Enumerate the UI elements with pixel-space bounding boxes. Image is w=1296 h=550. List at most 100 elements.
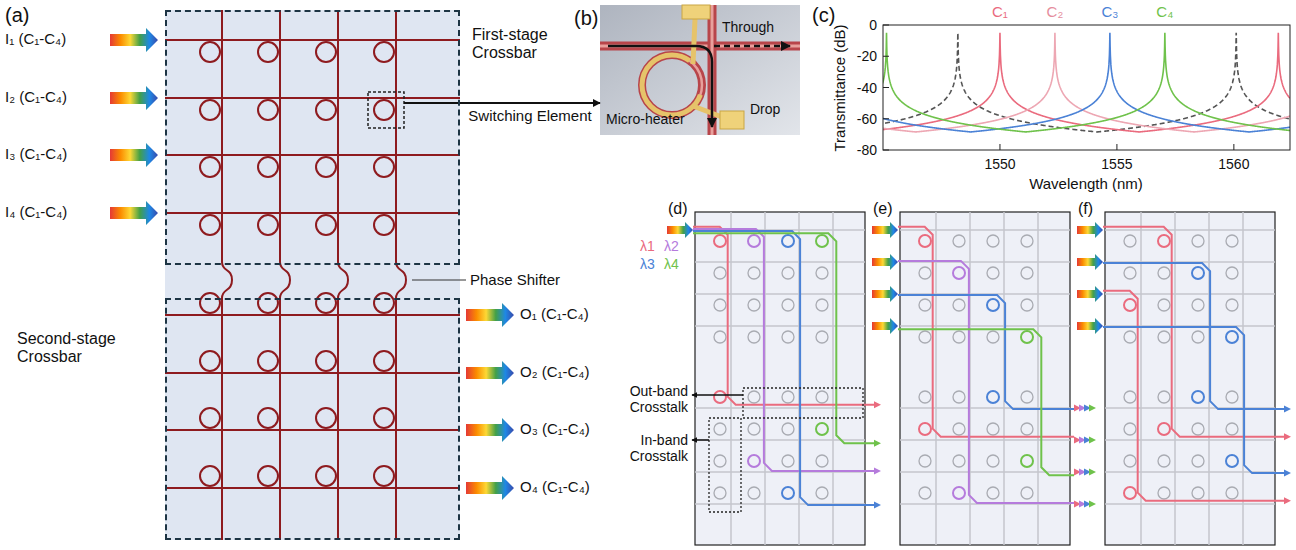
grid-waveguide [695,407,865,409]
signal-path [693,233,874,443]
ring-resonator [1158,331,1170,343]
node-text: (b) [574,7,598,30]
ring-resonator [1124,235,1136,247]
axis-tick-label: 1550 [984,156,1015,172]
ring-resonator [374,157,394,177]
ring-resonator [200,351,220,371]
axis-tick-label: -40 [857,79,877,95]
switch-arrow [460,102,600,104]
spectrum-curve [883,33,1290,132]
arrow-head [1089,437,1096,444]
waveguide [165,429,460,431]
ring-resonator [374,408,394,428]
ring-resonator [374,42,394,62]
signal-arrow [872,286,898,302]
channel-label: C₃ [1101,3,1118,20]
ring-resonator [748,331,760,343]
arrow-head [1284,497,1291,504]
figure-g [667,212,881,545]
waveguide [221,298,223,540]
grid-waveguide [1105,439,1275,441]
ring-resonator [782,487,794,499]
axis-tick [883,118,889,119]
phase-shifter [222,262,232,298]
ring-resonator [316,42,336,62]
waveguide [165,39,460,41]
ring-resonator [816,267,828,279]
panel-letter: (d) [668,200,688,218]
axis-tick [883,87,889,88]
figure-g [600,5,800,135]
spectrum-curve [883,33,1290,132]
waveguide [337,298,339,540]
ring-resonator [1158,423,1170,435]
signal-arrow [466,418,514,442]
heater-lead [693,19,695,64]
ring-resonator [782,391,794,403]
arrow-head [874,440,881,447]
signal-path [693,229,874,471]
panel-letter: (f) [1078,200,1093,218]
ring-resonator [816,235,828,247]
ring-resonator [987,423,999,435]
ring-resonator [714,455,726,467]
ring-resonator [258,215,278,235]
ring-resonator [953,455,965,467]
signal-arrow [667,222,693,238]
ring-resonator [748,423,760,435]
component-label: Phase Shifter [470,271,560,288]
signal-arrow [872,254,898,270]
signal-path [1103,291,1284,501]
ring-resonator [1192,331,1204,343]
grid-waveguide [1105,503,1275,505]
ring-resonator [258,100,278,120]
ring-resonator [919,331,931,343]
waveguide [395,10,397,262]
ring-resonator [1158,235,1170,247]
ring-resonator [1124,455,1136,467]
crossbar-region: Second-stage Crossbar [165,298,460,540]
signal-arrow [110,143,158,167]
crosstalk-box [743,388,863,418]
grid-waveguide [1105,229,1275,231]
grid-waveguide [695,261,865,263]
ring-resonator [1192,391,1204,403]
ring-resonator [782,423,794,435]
arrow-head [874,502,881,509]
ring-resonator [782,267,794,279]
ring-resonator [748,235,760,247]
ring-resonator [1124,331,1136,343]
wavelength-label: λ2 [664,238,679,254]
ring-resonator [919,235,931,247]
crosstalk-box [709,418,741,512]
ring-resonator [782,331,794,343]
arrow-head [874,401,881,408]
ring-resonator [816,487,828,499]
axis-title: Transmittance (dB) [831,25,848,152]
ring-resonator [953,267,965,279]
panel-frame [695,212,865,545]
ring-resonator [316,100,336,120]
signal-arrow [1077,318,1103,334]
axis-title: Wavelength (nm) [1029,175,1143,192]
ring-resonator [1124,391,1136,403]
heater-pad [682,5,710,19]
ring-resonator [714,423,726,435]
ring-resonator [1021,331,1033,343]
arrow-head [1089,405,1096,412]
ring-resonator [258,351,278,371]
plot-frame [883,25,1290,150]
figure-g [1077,212,1291,545]
ring-resonator [316,466,336,486]
ring-resonator [816,391,828,403]
signal-path [898,227,1074,437]
switch-highlight-box [368,92,404,128]
ring-resonator [987,299,999,311]
node-text: Through [722,19,774,35]
ring-resonator [1226,391,1238,403]
ring-resonator [987,391,999,403]
channel-label: C₁ [992,3,1008,20]
ring-resonator [374,100,394,120]
figure-g [110,10,514,540]
